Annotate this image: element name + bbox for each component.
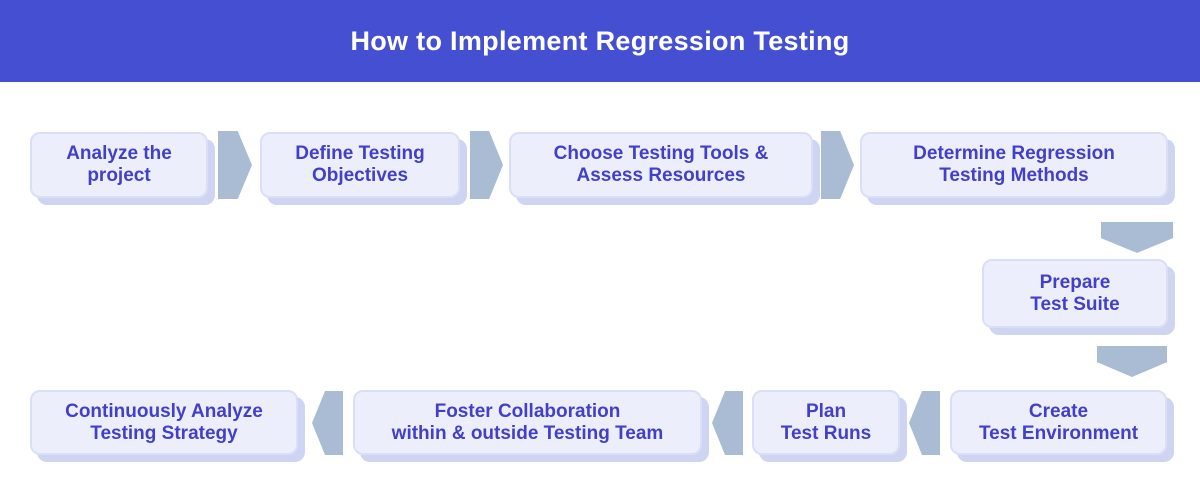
arrow-down-icon	[1097, 346, 1167, 377]
step-analyze-the-project: Analyze the project	[30, 132, 208, 198]
step-label: Determine Regression Testing Methods	[913, 143, 1115, 186]
step-label: Continuously Analyze Testing Strategy	[65, 400, 263, 444]
step-label: Define Testing Objectives	[295, 143, 425, 186]
step-prepare-test-suite: Prepare Test Suite	[982, 259, 1168, 328]
step-label: Choose Testing Tools & Assess Resources	[553, 143, 769, 186]
header-banner: How to Implement Regression Testing	[0, 0, 1200, 82]
arrow-right-icon	[821, 131, 854, 199]
step-continuously-analyze-testing-strategy: Continuously Analyze Testing Strategy	[30, 390, 298, 455]
arrow-right-icon	[470, 131, 503, 199]
arrow-left-icon	[312, 391, 343, 455]
step-label: Foster Collaboration within & outside Te…	[391, 400, 664, 444]
arrow-left-icon	[909, 391, 940, 455]
step-label: Plan Test Runs	[780, 400, 872, 444]
step-choose-testing-tools-assess-resources: Choose Testing Tools & Assess Resources	[509, 132, 813, 198]
page-title: How to Implement Regression Testing	[350, 25, 850, 56]
arrow-left-icon	[712, 391, 743, 455]
step-create-test-environment: Create Test Environment	[950, 390, 1167, 455]
arrow-down-icon	[1101, 222, 1173, 253]
step-foster-collaboration: Foster Collaboration within & outside Te…	[353, 390, 702, 455]
step-label: Analyze the project	[66, 143, 172, 186]
step-label: Create Test Environment	[978, 400, 1139, 444]
step-determine-regression-testing-methods: Determine Regression Testing Methods	[860, 132, 1168, 198]
step-define-testing-objectives: Define Testing Objectives	[260, 132, 460, 198]
arrow-right-icon	[218, 131, 252, 199]
step-plan-test-runs: Plan Test Runs	[752, 390, 900, 455]
step-label: Prepare Test Suite	[1030, 271, 1120, 315]
